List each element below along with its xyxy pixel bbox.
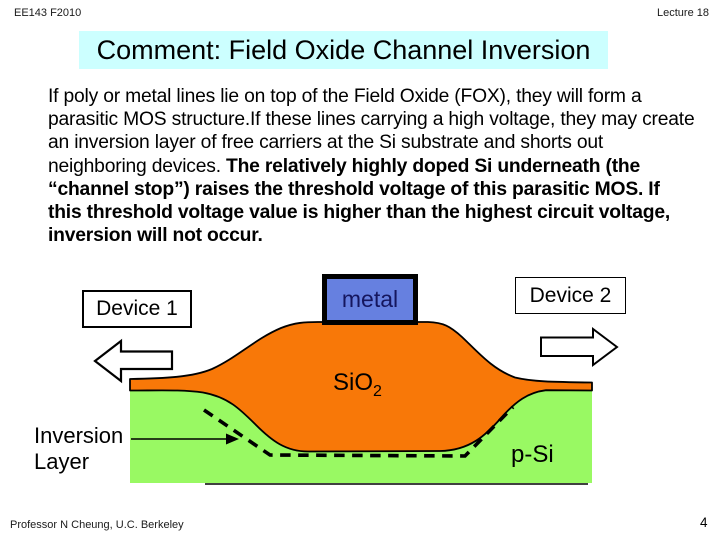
device2-label-box: Device 2 [515, 277, 626, 314]
body-text-normal: If poly or metal lines lie on top of the… [48, 86, 695, 177]
inversion-layer-dashed-line [202, 405, 515, 458]
sio2-label: SiO2 [333, 369, 382, 401]
slide-title: Comment: Field Oxide Channel Inversion [79, 31, 608, 69]
device2-right-arrow [540, 327, 619, 367]
metal-gate-box: metal [322, 274, 418, 325]
field-oxide-shape [129, 321, 593, 453]
device1-label-box: Device 1 [82, 290, 192, 328]
device1-left-arrow [93, 338, 174, 384]
locos-cross-section-diagram [93, 321, 619, 485]
header-lecture-number: Lecture 18 [657, 7, 709, 19]
device2-label: Device 2 [529, 283, 612, 307]
sio2-label-base: SiO [333, 369, 374, 396]
device1-label: Device 1 [96, 297, 178, 320]
metal-label: metal [341, 286, 399, 312]
header-course-code: EE143 F2010 [14, 7, 82, 19]
body-paragraph: If poly or metal lines lie on top of the… [48, 85, 696, 247]
p-si-label: p-Si [511, 441, 554, 468]
inversion-layer-label: Inversion Layer [34, 423, 124, 474]
footer-credit: Professor N Cheung, U.C. Berkeley [10, 519, 184, 531]
inversion-pointer-arrowhead [226, 433, 239, 445]
sio2-label-subscript: 2 [373, 382, 382, 400]
body-text-bold: The relatively highly doped Si underneat… [48, 155, 670, 247]
page-number: 4 [700, 515, 708, 530]
